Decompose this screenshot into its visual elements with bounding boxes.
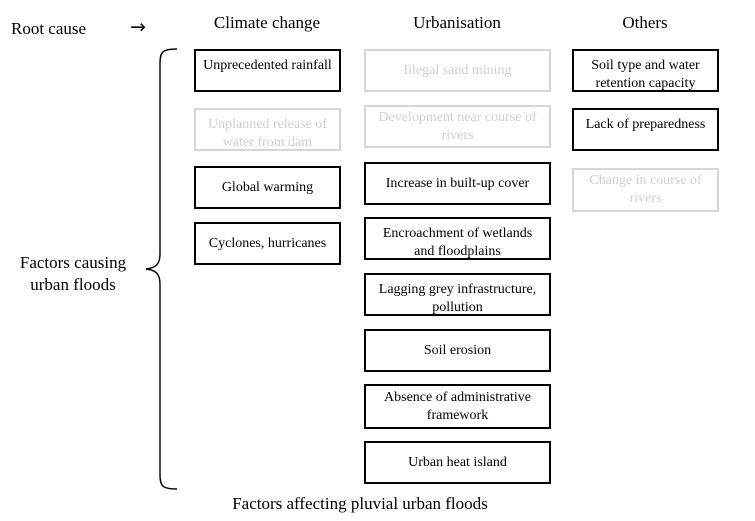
curly-brace-icon [145,48,178,490]
box-increase-in-built-up-cover: Increase in built-up cover [364,162,551,205]
column-heading-urbanisation: Urbanisation [413,13,501,32]
box-soil-type-and-water-retention-capacity: Soil type and water retention capacity [572,49,719,92]
box-global-warming: Global warming [194,166,341,209]
box-development-near-course-of-rivers: Development near course of rivers [364,105,551,148]
column-heading-climate-change: Climate change [213,13,321,32]
figure-caption: Factors affecting pluvial urban floods [232,494,488,513]
box-urban-heat-island: Urban heat island [364,441,551,484]
right-arrow-icon: → [130,16,146,38]
root-cause-label: Root cause [11,19,87,38]
box-change-in-course-of-rivers: Change in course of rivers [572,168,719,212]
box-lack-of-preparedness: Lack of preparedness [572,108,719,151]
factors-causing-urban-floods-label: Factors causing urban floods [19,253,127,294]
box-unplanned-release-of-water-from-dam: Unplanned release of water from dam [194,108,341,151]
box-absence-of-administrative-framework: Absence of administrative framework [364,384,551,429]
box-encroachment-of-wetlands-and-floodplains: Encroachment of wetlands and floodplains [364,217,551,260]
column-heading-others: Others [622,13,668,32]
box-illegal-sand-mining: Illegal sand mining [364,49,551,92]
box-cyclones-hurricanes: Cyclones, hurricanes [194,222,341,265]
box-lagging-grey-infrastructure-pollution: Lagging grey infrastructure, pollution [364,273,551,316]
box-soil-erosion: Soil erosion [364,329,551,372]
box-unprecedented-rainfall: Unprecedented rainfall [194,49,341,92]
